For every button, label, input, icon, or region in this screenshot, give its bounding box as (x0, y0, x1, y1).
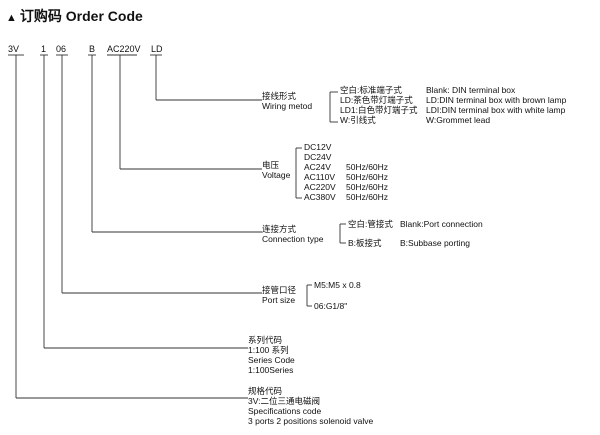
voltage-option: AC380V (304, 192, 336, 202)
voltage-option: DC12V (304, 142, 332, 152)
voltage-label-cn: 电压 (262, 160, 280, 170)
spec-label-en: Specifications code (248, 406, 322, 416)
spec-line: 3V:二位三通电磁阀 (248, 396, 320, 406)
series-line: 1:100 系列 (248, 345, 289, 355)
wiring-label-en: Wiring metod (262, 101, 313, 111)
connection-label-cn: 连接方式 (262, 224, 297, 234)
wiring-label-cn: 接线形式 (262, 91, 297, 101)
wiring-option-cn: 空白:标准端子式 (340, 85, 402, 95)
connection-option-cn: 空白:管接式 (348, 219, 393, 229)
voltage-frequency: 50Hz/60Hz (346, 192, 389, 202)
voltage-option: AC220V (304, 182, 336, 192)
wiring-option-cn: W:引线式 (340, 115, 376, 125)
connection-option-cn: B:板接式 (348, 238, 382, 248)
code-connection: B (89, 44, 96, 54)
wiring-option-en: Blank: DIN terminal box (426, 85, 516, 95)
voltage-option: AC110V (304, 172, 336, 182)
connection-option-en: B:Subbase porting (400, 238, 470, 248)
series-line: 1:100Series (248, 365, 294, 375)
triangle-icon: ▲ (6, 12, 17, 24)
voltage-option: DC24V (304, 152, 332, 162)
wiring-option-cn: LD1:白色带灯端子式 (340, 105, 418, 115)
code-series: 1 (41, 44, 47, 54)
code-port-size: 06 (56, 44, 67, 54)
port-label-cn: 接管口径 (262, 285, 297, 295)
voltage-label-en: Voltage (262, 170, 291, 180)
code-voltage: AC220V (107, 44, 141, 54)
connection-label-en: Connection type (262, 234, 324, 244)
code-wiring: LD (151, 44, 163, 54)
voltage-frequency: 50Hz/60Hz (346, 172, 389, 182)
voltage-frequency: 50Hz/60Hz (346, 162, 389, 172)
code-series-spec: 3V (8, 44, 20, 54)
voltage-frequency: 50Hz/60Hz (346, 182, 389, 192)
wiring-option-en: W:Grommet lead (426, 115, 491, 125)
port-option: M5:M5 x 0.8 (314, 280, 361, 290)
port-option: 06:G1/8" (314, 301, 348, 311)
wiring-option-cn: LD:茶色带灯端子式 (340, 95, 413, 105)
spec-line: 3 ports 2 positions solenoid valve (248, 416, 374, 426)
spec-label-cn: 规格代码 (248, 386, 283, 396)
wiring-option-en: LD:DIN terminal box with brown lamp (426, 95, 567, 105)
series-label-cn: 系列代码 (248, 335, 283, 345)
page-title-text: 订购码 Order Code (19, 8, 143, 24)
wiring-option-en: LDI:DIN terminal box with white lamp (426, 105, 566, 115)
series-label-en: Series Code (248, 355, 295, 365)
page-title: ▲订购码 Order Code (6, 6, 143, 26)
voltage-option: AC24V (304, 162, 331, 172)
connection-option-en: Blank:Port connection (400, 219, 483, 229)
port-label-en: Port size (262, 295, 296, 305)
